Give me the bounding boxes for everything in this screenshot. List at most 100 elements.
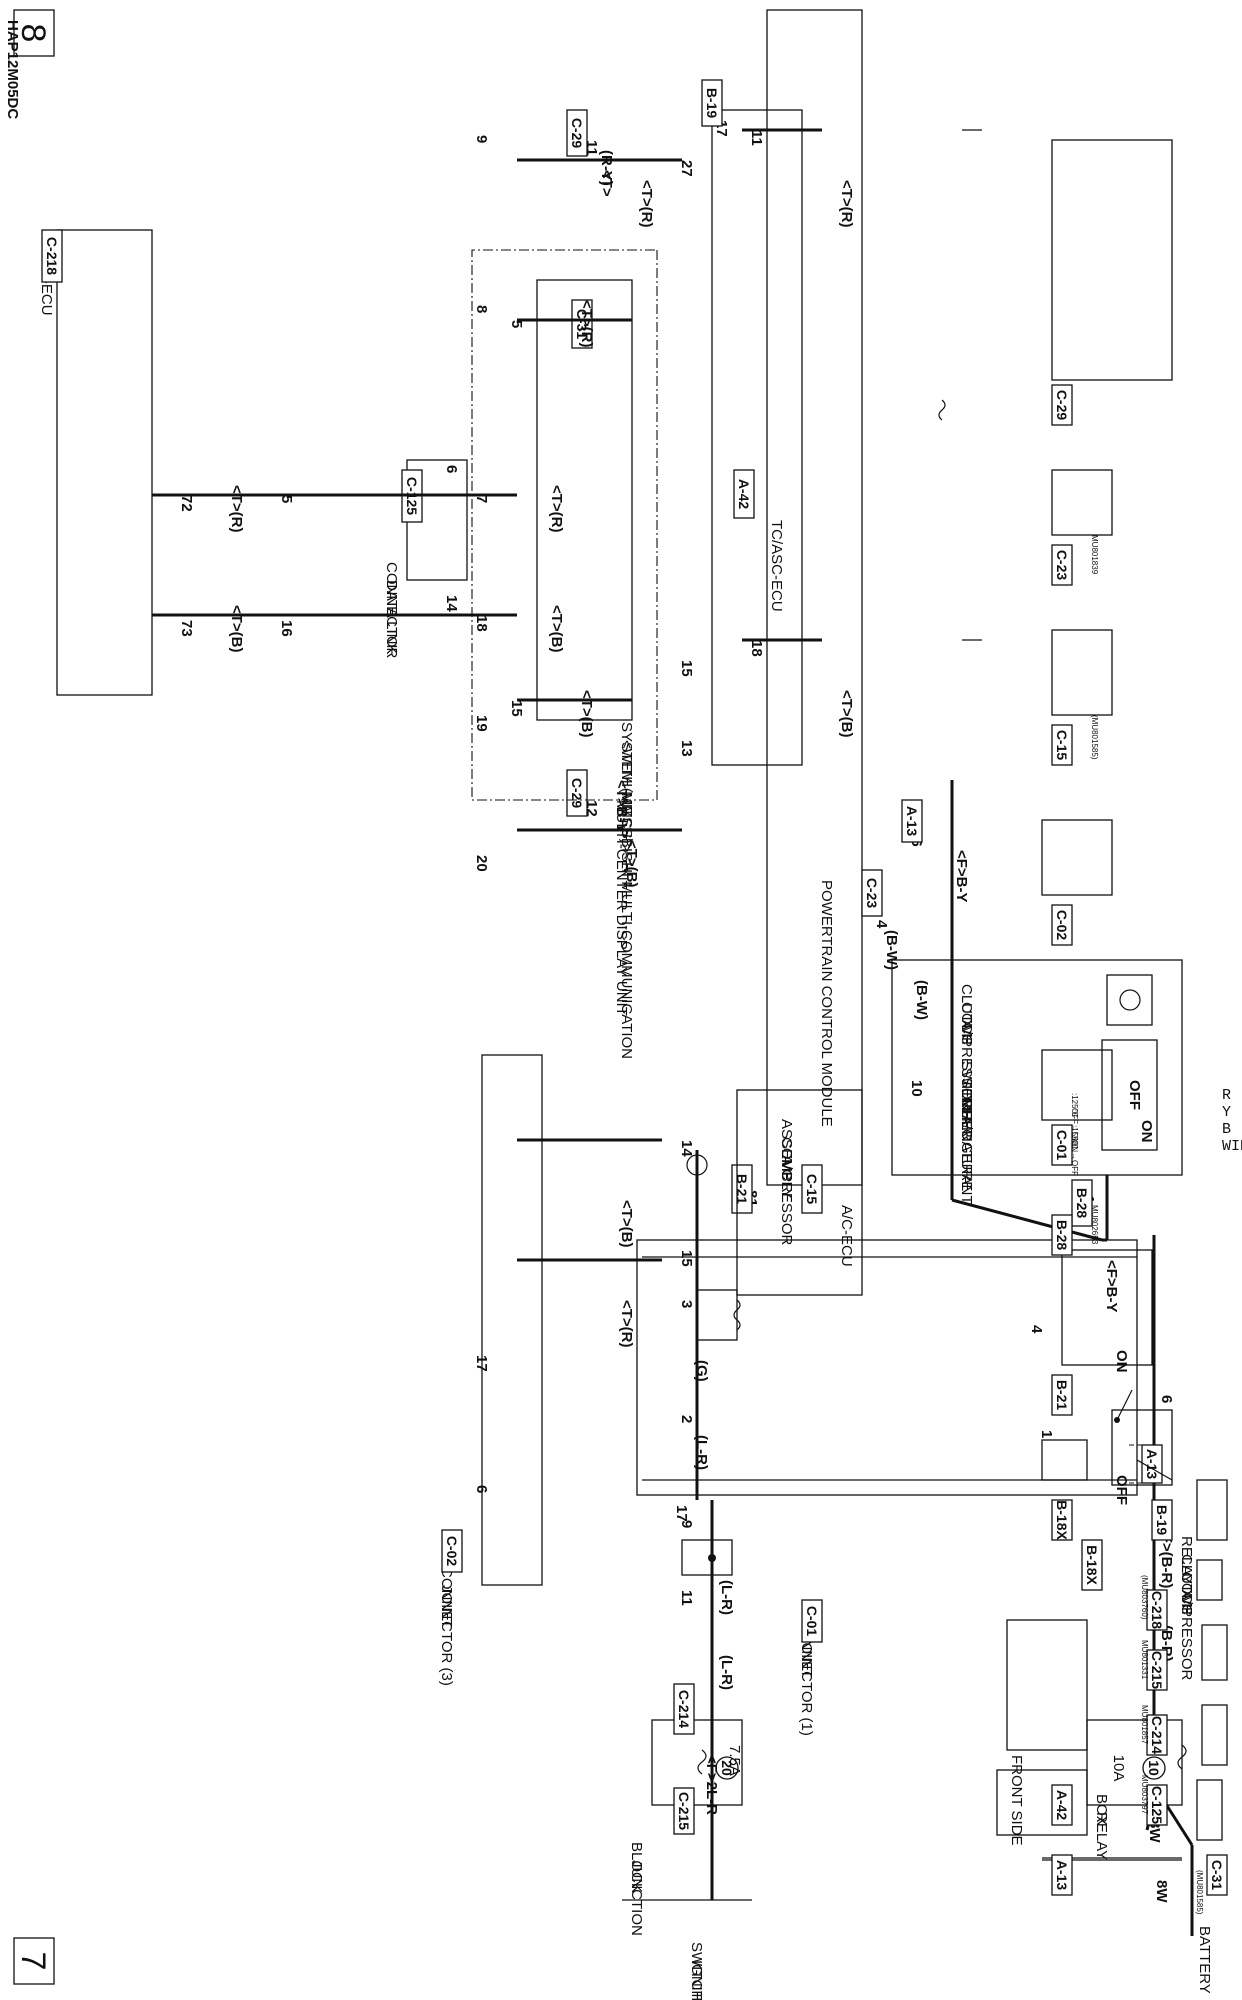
svg-text:20: 20 <box>719 1760 735 1776</box>
svg-text:15: 15 <box>678 660 695 677</box>
svg-text:CLUTCH: CLUTCH <box>958 984 975 1045</box>
connector-c-02-tag <box>441 1529 463 1573</box>
legend-row-2: Y : YELLOW SB : SKY BLUE BR : BROWN O : … <box>1222 1104 1242 1121</box>
svg-text:16: 16 <box>278 620 295 637</box>
svg-text:C-01: C-01 <box>1054 1130 1070 1161</box>
legend-title: WIRE COLOR CODE <box>1222 1138 1242 1155</box>
svg-text:MU803797: MU803797 <box>1140 1775 1149 1815</box>
svg-text:C-29: C-29 <box>569 778 585 809</box>
svg-text:MU801857: MU801857 <box>1140 1705 1149 1745</box>
svg-text:8: 8 <box>14 24 52 43</box>
svg-text:14: 14 <box>678 1140 695 1157</box>
page-number-bottom: 8 <box>13 9 55 57</box>
svg-text:COMPRESSOR: COMPRESSOR <box>958 1002 975 1111</box>
ac-compressor-clutch-relay: A/C COMPRESSOR CLUTCH RELAY B-18X OFF ON… <box>636 1239 1195 1681</box>
svg-text:17: 17 <box>473 1355 490 1372</box>
svg-text:C-31: C-31 <box>574 309 590 340</box>
svg-text:9: 9 <box>473 135 490 143</box>
svg-text:C-29: C-29 <box>1054 390 1070 421</box>
connector-pinouts: C-31 (MU801585) A-13 C-125 MU803797 FRON… <box>996 139 1228 1915</box>
svg-text:17: 17 <box>673 1505 690 1522</box>
svg-text:<WITH MITSUBISHI MULTI-COMMUNI: <WITH MITSUBISHI MULTI-COMMUNICATION <box>618 740 635 1059</box>
svg-text:ASSEMBLY: ASSEMBLY <box>778 1119 795 1199</box>
svg-text:CONNECTOR (1): CONNECTOR (1) <box>798 1617 815 1736</box>
svg-text:C-218: C-218 <box>44 237 60 275</box>
svg-text:5: 5 <box>278 495 295 503</box>
temperature-switch-icon <box>1101 1039 1158 1151</box>
svg-text:A/C: A/C <box>958 1020 975 1045</box>
svg-text:C-29: C-29 <box>569 118 585 149</box>
svg-text:15: 15 <box>508 700 525 717</box>
svg-text:20: 20 <box>473 855 490 872</box>
svg-text:C-23: C-23 <box>1054 550 1070 581</box>
svg-text:SYSTEM (MMCS)>: SYSTEM (MMCS)> <box>618 722 635 853</box>
svg-text:C-02: C-02 <box>444 1536 460 1567</box>
svg-text:10: 10 <box>908 1080 925 1097</box>
svg-text:BLOCK: BLOCK <box>628 1842 645 1893</box>
svg-text:A-13: A-13 <box>1054 1860 1070 1891</box>
wire-color-legend: WIRE COLOR CODE B : BLACK LG : LIGHT GRE… <box>1222 1087 1242 1155</box>
svg-text:10: 10 <box>1146 1760 1162 1776</box>
svg-text:<F>(B-R): <F>(B-R) <box>1158 1525 1175 1588</box>
svg-text:B-18X: B-18X <box>1084 1545 1100 1585</box>
svg-text:A/C: A/C <box>1178 1590 1195 1615</box>
svg-text:ON: ON <box>1113 1350 1130 1373</box>
connector-c-23-tag <box>861 869 883 917</box>
svg-text:<T>B-Y: <T>B-Y <box>613 780 630 833</box>
svg-text:2: 2 <box>678 1415 695 1423</box>
connector-c-29-tag-a <box>566 769 588 817</box>
svg-text:C-15: C-15 <box>804 1174 820 1205</box>
svg-text:A-42: A-42 <box>1054 1790 1070 1821</box>
svg-text:MU801839: MU801839 <box>1090 535 1099 575</box>
svg-text:<F>B-Y: <F>B-Y <box>953 850 970 903</box>
svg-text:(B-W): (B-W) <box>883 930 900 970</box>
svg-text:C-215: C-215 <box>1149 1651 1165 1689</box>
connector-c-15-tag <box>801 1164 823 1214</box>
svg-text:BOX: BOX <box>1093 1794 1110 1826</box>
connector-c-214-tag <box>673 1683 695 1735</box>
svg-text:11: 11 <box>678 1590 695 1606</box>
svg-text:B-28: B-28 <box>1074 1188 1090 1219</box>
relay-switch-arm <box>1136 1459 1173 1481</box>
joint-connector-1: JOINT CONNECTOR (1) C-01 11 9 <box>678 1520 823 1736</box>
svg-text:A-13: A-13 <box>1144 1449 1160 1480</box>
svg-text:JOINT: JOINT <box>798 1635 815 1678</box>
relay-box: RELAY BOX 10 10A <box>1086 1719 1187 1860</box>
svg-text:<T>(B): <T>(B) <box>838 690 855 738</box>
svg-text:A-42: A-42 <box>736 479 752 510</box>
svg-text:B-28: B-28 <box>1054 1220 1070 1251</box>
svg-text:27: 27 <box>678 160 695 177</box>
svg-text:IGNITION: IGNITION <box>688 1960 705 2000</box>
fuse-10-rating: 10A <box>1110 1755 1127 1782</box>
page-number-top: 7 <box>13 1937 55 1985</box>
svg-text:(L-R): (L-R) <box>693 1435 710 1470</box>
svg-text:3: 3 <box>678 1300 695 1308</box>
svg-text:7: 7 <box>473 495 490 503</box>
svg-text:RELAY: RELAY <box>1178 1536 1195 1584</box>
fuse-20-icon <box>697 1749 707 1775</box>
connector-c-01-tag <box>801 1599 823 1643</box>
svg-text:C-31: C-31 <box>1209 1860 1225 1891</box>
svg-text:4: 4 <box>1028 1325 1045 1334</box>
junction-block: JUNCTION BLOCK 20 7.5A 2 C-215 13 C-214 <box>628 1683 743 1936</box>
svg-text:ON→OFF: ON→OFF <box>1070 1140 1079 1176</box>
svg-text:C-125: C-125 <box>1149 1786 1165 1824</box>
fuse-10-icon <box>1177 1744 1187 1770</box>
tc-asc-ecu: TC/ASC-ECU A-42 13 15 18 27 11 17 B-19 <box>678 79 803 766</box>
svg-text:A/C-ECU: A/C-ECU <box>838 1205 855 1267</box>
wire-8w-b: 8W <box>1146 1820 1163 1843</box>
svg-text:18: 18 <box>748 640 765 657</box>
connector-b-18x-tag <box>1081 1539 1103 1591</box>
ac-compressor-assembly: A/C COMPRESSOR ASSEMBLY A/C REFRIGERANT … <box>778 959 1183 1246</box>
svg-text:7: 7 <box>14 1952 52 1971</box>
connector-a-13-pin-16-tag <box>901 799 923 843</box>
svg-text:RELAY: RELAY <box>1093 1812 1110 1860</box>
svg-text:CONNECTOR (3): CONNECTOR (3) <box>438 1567 455 1686</box>
svg-text:B-18X: B-18X <box>1054 1500 1070 1540</box>
svg-text:C-214: C-214 <box>676 1690 692 1728</box>
fuse-20-rating: 7.5A <box>726 1745 743 1776</box>
svg-text:(R-Y): (R-Y) <box>598 150 615 186</box>
svg-text:FRONT SIDE: FRONT SIDE <box>1008 1755 1025 1846</box>
